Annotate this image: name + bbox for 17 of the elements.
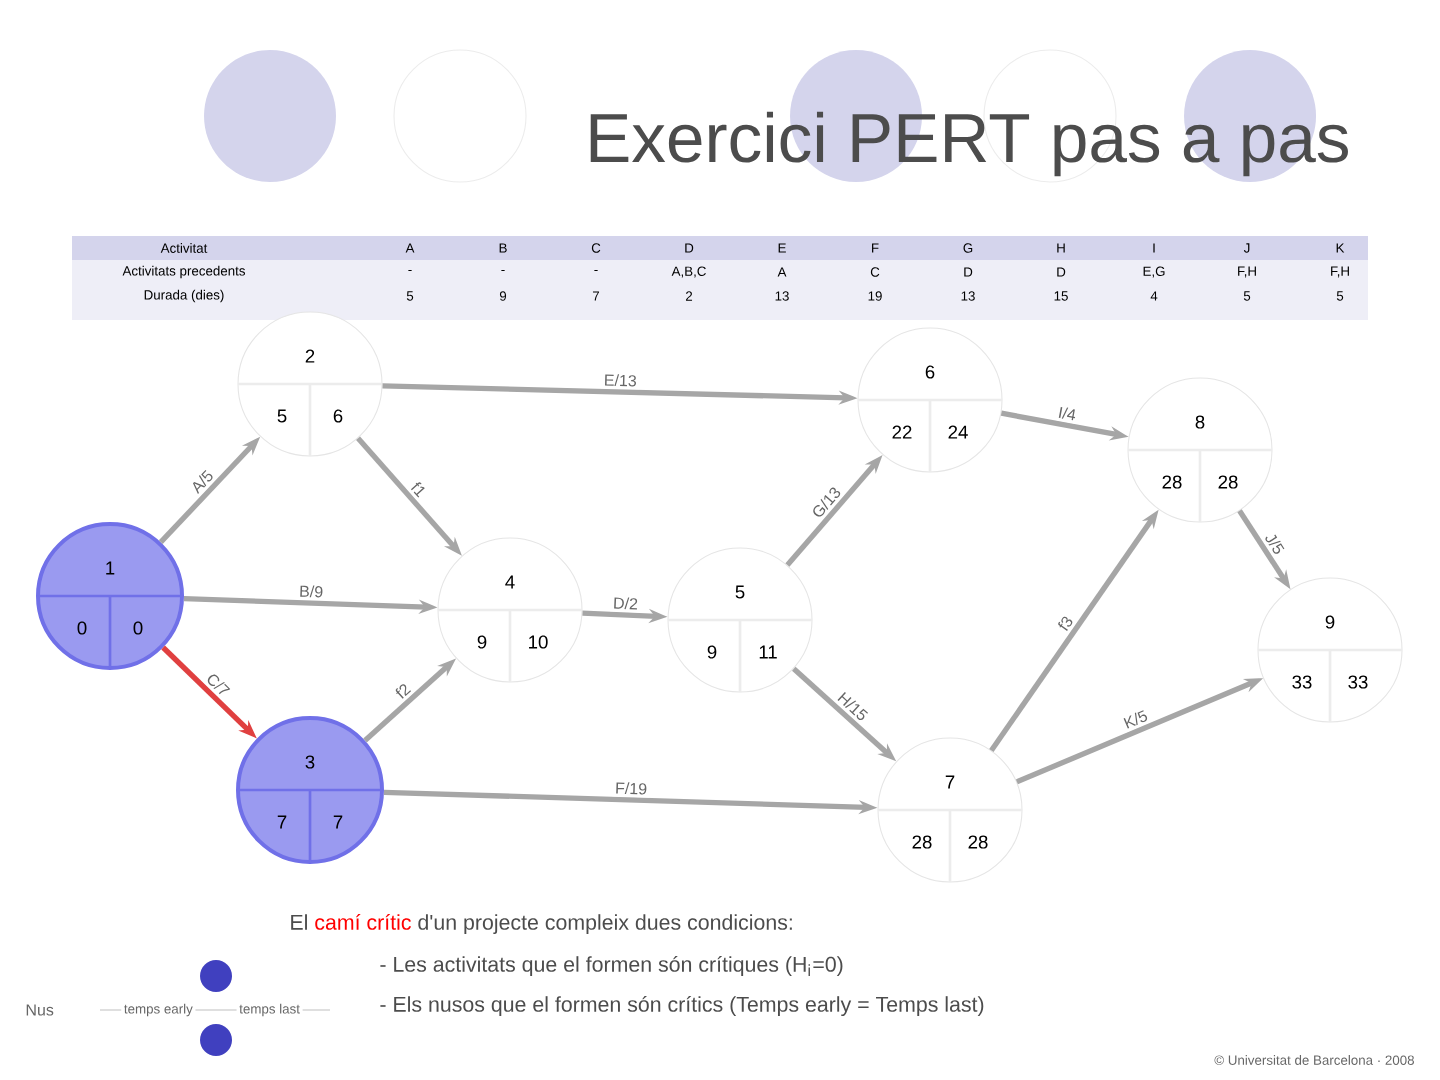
- key-text: Nus: [26, 1004, 54, 1016]
- edge-label: C/7: [201, 667, 235, 702]
- edge-label: F/19: [612, 779, 651, 798]
- edge-label: D/2: [610, 594, 641, 613]
- edge-label: E/13: [601, 371, 640, 390]
- edge-label: B/9: [296, 582, 327, 601]
- edge-label: f1: [406, 476, 432, 502]
- edge-label: I/4: [1054, 402, 1081, 424]
- title: Exercici PERT pas a pas: [590, 111, 1348, 177]
- note-text: - Les activitats que el formen són crítiques (H$_{i}$=0): [380, 955, 843, 977]
- edge-label: J/5: [1260, 527, 1290, 560]
- edge-label: f3: [1053, 610, 1078, 636]
- note-text: El camí crític d'un projecte compleix dues condicions:: [291, 913, 792, 935]
- note-text: - Els nusos que el formen són crítics (Temps early = Temps last): [380, 995, 984, 1017]
- edge-label: A/5: [185, 464, 219, 498]
- edge-label: K/5: [1118, 705, 1153, 733]
- edge-label: f2: [390, 678, 416, 704]
